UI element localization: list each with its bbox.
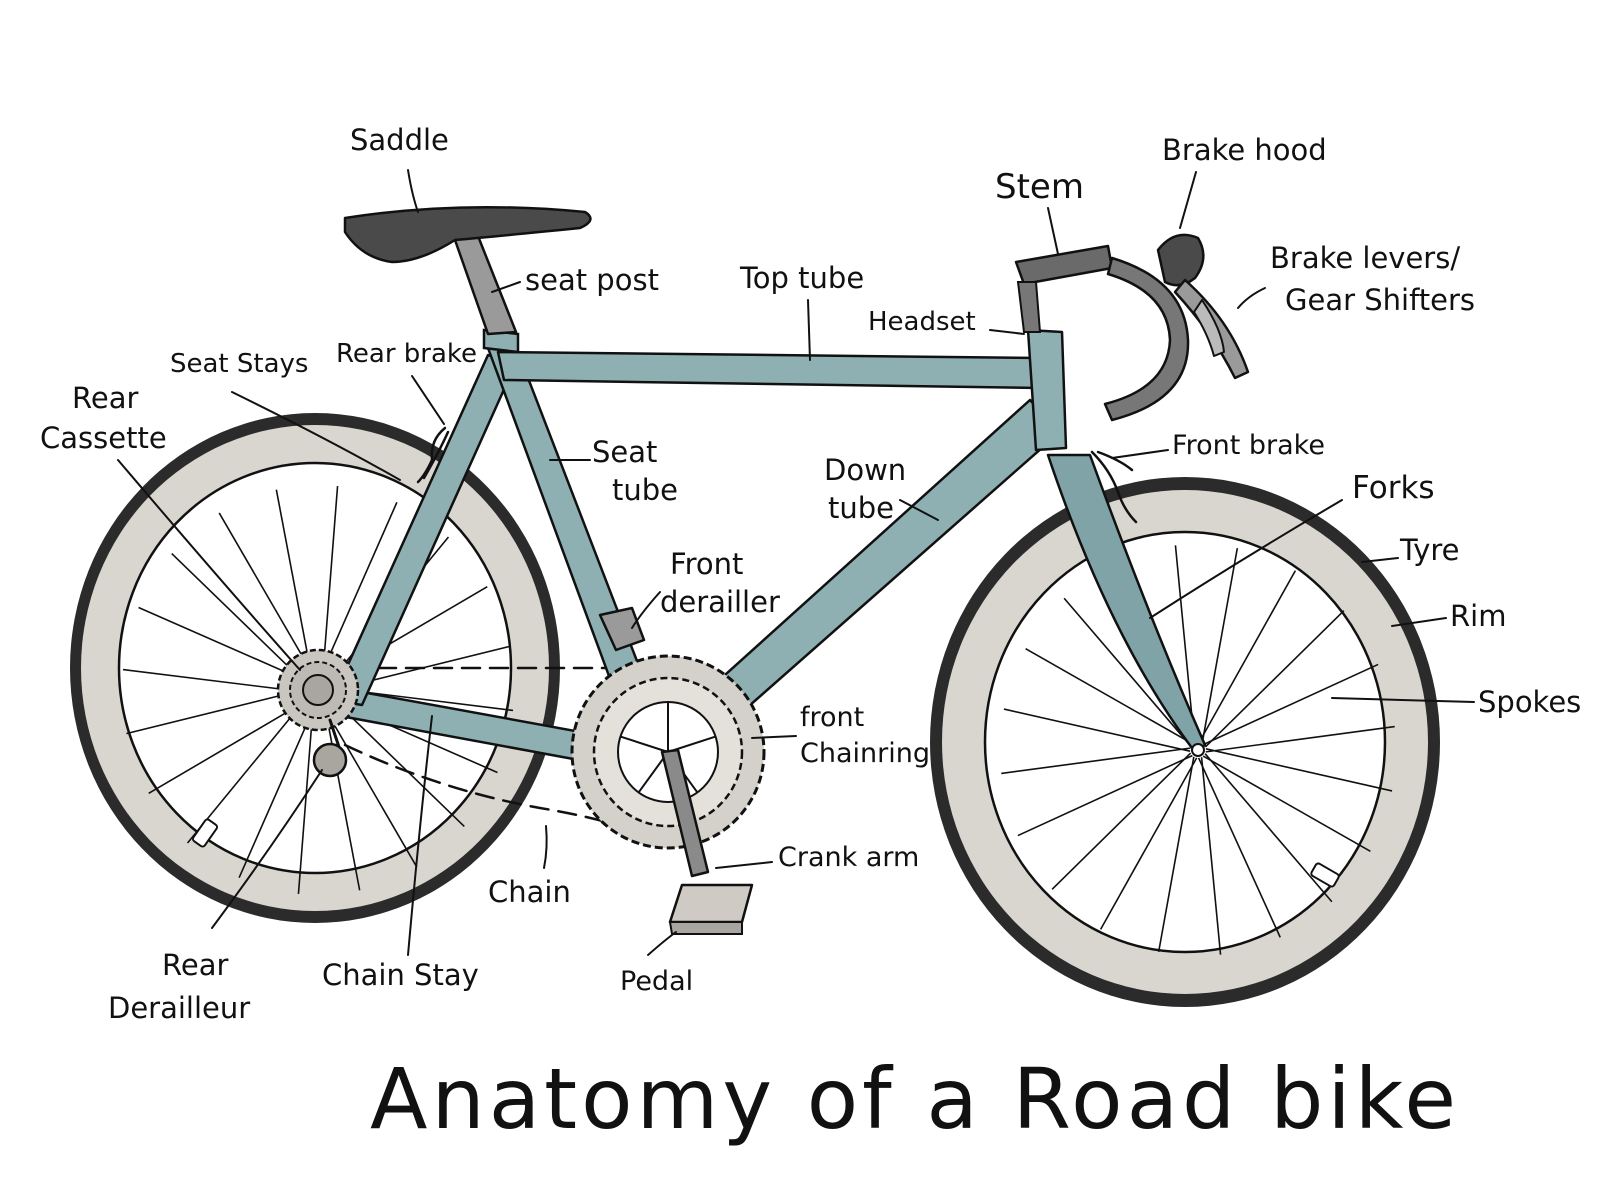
spoke	[1025, 647, 1194, 745]
spoke	[1200, 757, 1222, 955]
brake-hood-shape	[1156, 233, 1205, 287]
rear-valve	[191, 818, 219, 848]
spoke	[322, 698, 361, 891]
spoke	[1001, 747, 1191, 775]
spoke	[321, 485, 339, 682]
label-crank-arm: Crank arm	[778, 842, 919, 873]
brake-lever-shape-2	[1193, 299, 1225, 357]
label-pedal: Pedal	[620, 966, 693, 997]
label-front-brake: Front brake	[1172, 430, 1325, 461]
front-hub	[1191, 743, 1205, 757]
rear-brake-caliper	[416, 426, 450, 484]
spoke	[186, 694, 310, 844]
spoke	[1174, 545, 1196, 743]
handlebar-drop	[1103, 256, 1190, 422]
leader-lines	[117, 169, 1475, 956]
spoke	[1063, 597, 1192, 747]
label-chain: Chain	[488, 875, 571, 909]
spoke	[1205, 725, 1395, 753]
spoke	[1099, 757, 1198, 930]
spoke	[297, 698, 315, 895]
label-front-derailler-line2: derailler	[660, 585, 780, 619]
label-seat-stays: Seat Stays	[170, 349, 308, 379]
headset-spacer	[1016, 281, 1042, 333]
spoke	[1205, 748, 1393, 792]
label-brake-levers-line1: Brake levers/	[1270, 241, 1460, 275]
top-tube	[496, 350, 1042, 390]
label-front-chainring-line2: Chainring	[800, 738, 930, 769]
label-chain-stay: Chain Stay	[322, 958, 479, 992]
label-down-tube-line1: Down	[824, 453, 906, 487]
spoke	[218, 512, 317, 681]
spoke	[317, 502, 398, 681]
label-tyre: Tyre	[1399, 533, 1460, 567]
label-rear-derailleur-line1: Rear	[162, 948, 228, 982]
spoke	[1202, 755, 1371, 853]
cockpit	[1014, 233, 1250, 422]
label-front-derailler-line1: Front	[670, 547, 743, 581]
label-down-tube-line2: tube	[828, 491, 894, 525]
spoke	[1003, 708, 1191, 752]
stem	[1014, 244, 1114, 286]
spoke	[1051, 752, 1192, 890]
front-valve	[1310, 862, 1340, 888]
label-brake-levers-line2: Gear Shifters	[1285, 283, 1475, 317]
label-rear-brake: Rear brake	[336, 339, 477, 369]
label-saddle: Saddle	[350, 123, 449, 157]
spoke	[1203, 663, 1379, 746]
label-rear-cassette-line1: Rear	[72, 381, 138, 415]
seat-post-and-saddle	[343, 205, 592, 336]
label-forks: Forks	[1352, 470, 1435, 506]
crank-arm-shape	[660, 748, 710, 878]
label-top-tube: Top tube	[739, 261, 864, 295]
spoke	[1017, 754, 1193, 837]
label-rear-cassette-line2: Cassette	[40, 421, 167, 455]
front-brake-caliper	[1090, 450, 1138, 524]
spoke	[275, 489, 314, 682]
spoke	[319, 699, 418, 868]
spoke	[1201, 547, 1239, 744]
rear-derailleur	[312, 718, 348, 778]
spider-arm	[620, 735, 669, 753]
spoke	[1197, 757, 1281, 938]
label-seat-post: seat post	[525, 263, 659, 297]
label-stem: Stem	[995, 167, 1084, 207]
front-wheel	[930, 477, 1440, 1007]
part-labels: Saddle seat post Top tube Stem Brake hoo…	[40, 123, 1581, 1025]
rear-cassette	[276, 648, 360, 732]
spoke	[1204, 610, 1345, 748]
seat-post	[453, 234, 518, 336]
diagram-title: Anatomy of a Road bike	[370, 1050, 1460, 1148]
spoke	[1198, 570, 1297, 743]
pedal-side	[668, 921, 743, 935]
spoke	[171, 552, 310, 687]
front-spokes	[1001, 545, 1395, 955]
label-front-chainring-line1: front	[800, 702, 864, 733]
spoke	[1204, 753, 1333, 903]
front-derailleur	[598, 606, 646, 652]
head-tube	[1026, 328, 1068, 452]
label-seat-tube-line1: Seat	[592, 435, 657, 469]
saddle	[343, 205, 592, 264]
label-headset: Headset	[868, 307, 976, 337]
label-rim: Rim	[1450, 599, 1506, 633]
label-rear-derailleur-line2: Derailleur	[108, 991, 250, 1025]
label-brake-hood: Brake hood	[1162, 133, 1327, 167]
spoke	[238, 699, 319, 878]
spoke	[1157, 756, 1195, 953]
label-seat-tube-line2: tube	[612, 473, 678, 507]
label-spokes: Spokes	[1478, 685, 1581, 719]
pedal-shape	[668, 883, 754, 924]
